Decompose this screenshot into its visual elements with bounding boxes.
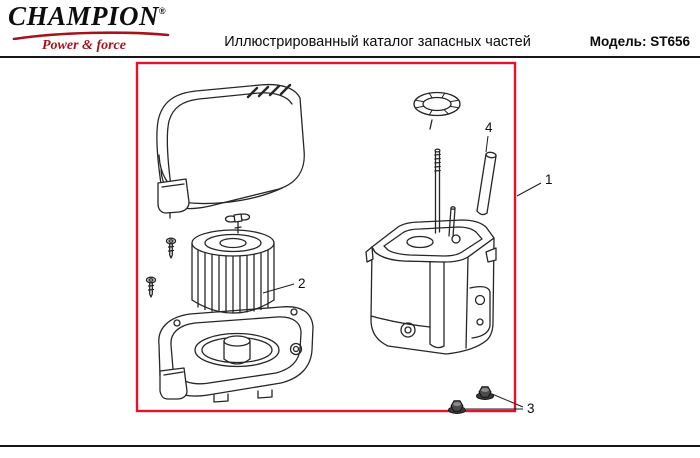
vent-slots bbox=[246, 83, 292, 99]
screw-drawing-upper bbox=[165, 237, 177, 259]
filter-base-drawing bbox=[158, 306, 314, 403]
leader-line-3a bbox=[491, 393, 524, 408]
wing-bolt-drawing bbox=[224, 213, 251, 234]
logo-swoosh bbox=[12, 31, 170, 40]
callout-2: 2 bbox=[298, 276, 306, 291]
leader-line-2 bbox=[262, 283, 295, 294]
footer-divider bbox=[0, 445, 700, 447]
parts-group-frame bbox=[135, 61, 517, 413]
registered-mark: ® bbox=[159, 6, 166, 16]
flange-nut-drawing-left bbox=[448, 400, 466, 414]
leader-line-4 bbox=[485, 135, 489, 153]
brand-row: CHAMPION® bbox=[8, 3, 180, 30]
brand-tagline: Power & force bbox=[42, 38, 126, 53]
brand-wordmark: CHAMPION bbox=[8, 1, 160, 31]
callout-3: 3 bbox=[527, 401, 535, 416]
leader-line-1 bbox=[516, 182, 542, 197]
stud-drawing bbox=[434, 148, 456, 238]
leader-lines bbox=[262, 135, 542, 410]
latch-tab bbox=[157, 178, 190, 219]
air-filter-element-drawing bbox=[191, 229, 275, 314]
champion-logo: CHAMPION® Power & force bbox=[8, 3, 180, 54]
gasket-drawing bbox=[413, 91, 461, 130]
header-divider bbox=[0, 56, 700, 58]
page-title: Иллюстрированный каталог запасных частей bbox=[224, 34, 531, 50]
callout-4: 4 bbox=[485, 120, 493, 135]
housing-drawing bbox=[365, 219, 497, 355]
swoosh-stroke bbox=[12, 31, 170, 40]
flange-nut-drawing-right bbox=[476, 386, 494, 400]
breather-tube-drawing bbox=[476, 151, 497, 216]
screw-drawing-lower bbox=[145, 276, 157, 298]
model-label: Модель: ST656 bbox=[589, 34, 690, 49]
air-cleaner-cover-drawing bbox=[156, 83, 305, 219]
callout-1: 1 bbox=[545, 172, 553, 187]
